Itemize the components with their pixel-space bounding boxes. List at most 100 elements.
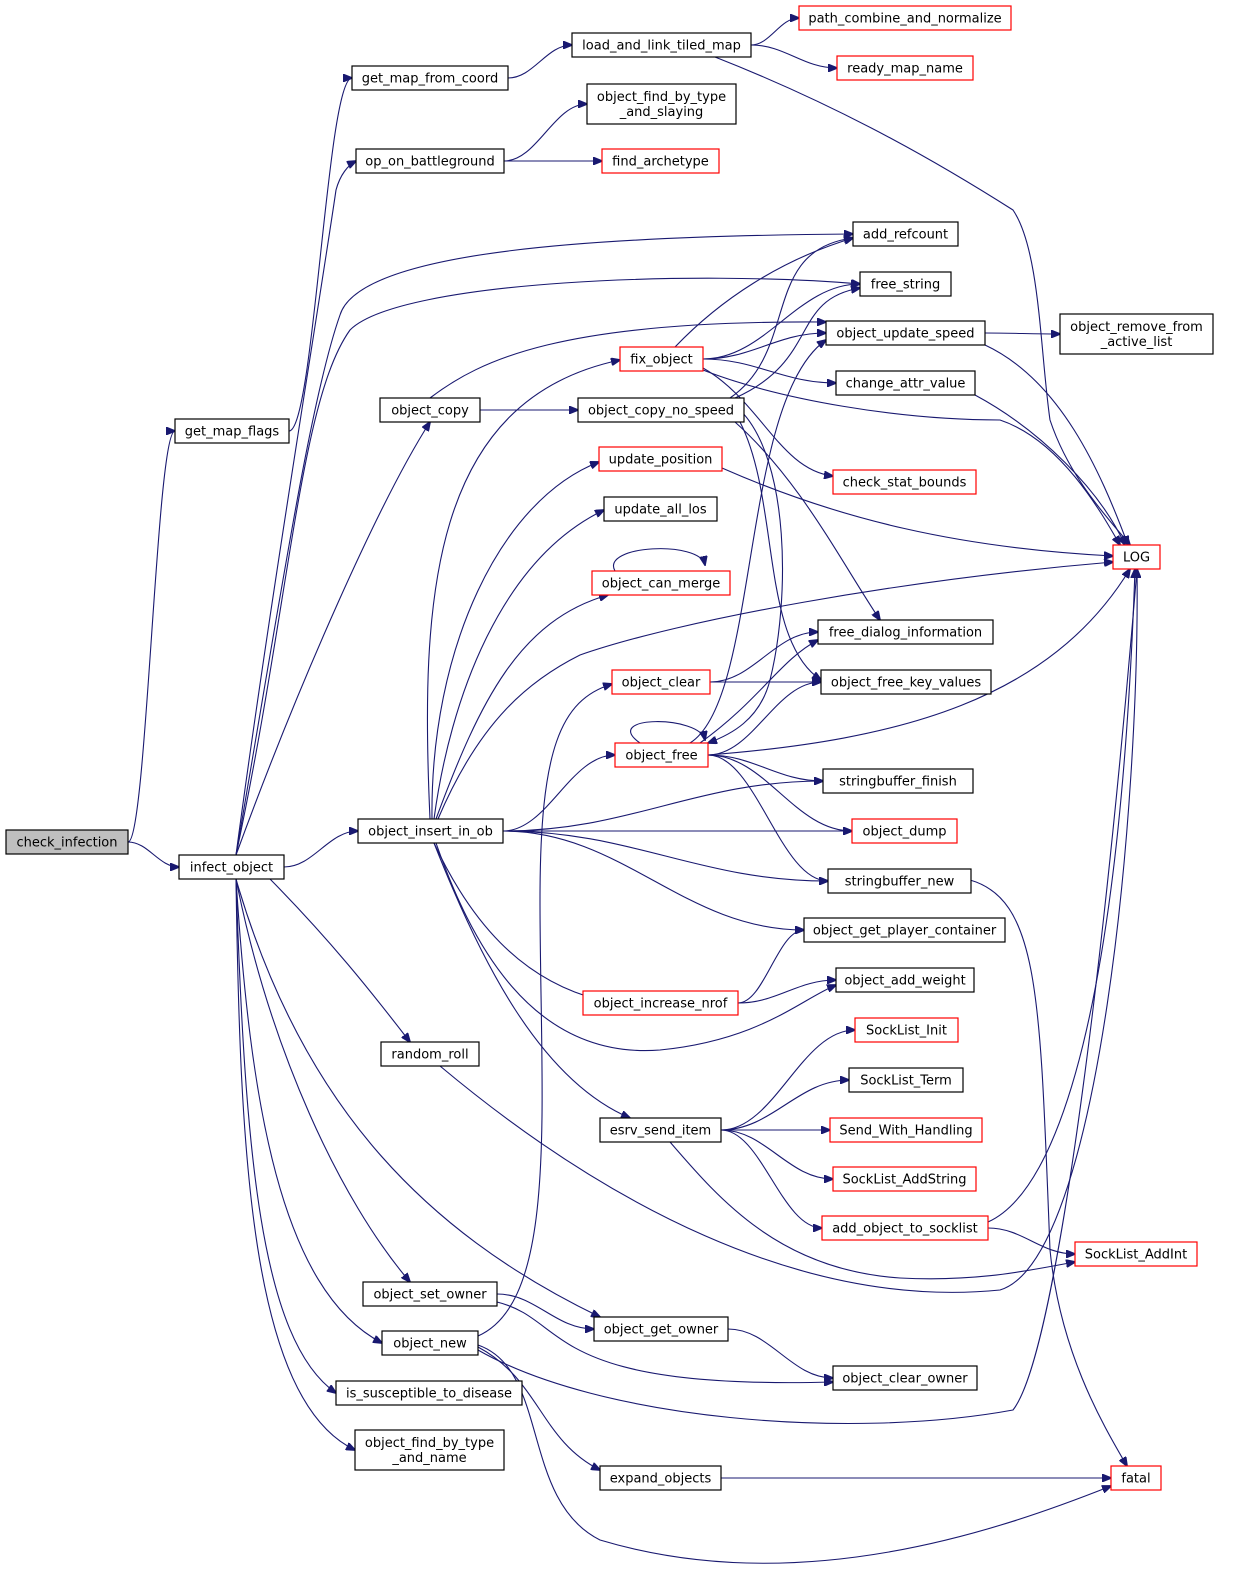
node-SockList_Init[interactable]: SockList_Init bbox=[854, 1017, 959, 1043]
node-free_string[interactable]: free_string bbox=[859, 271, 952, 297]
node-random_roll[interactable]: random_roll bbox=[380, 1041, 480, 1067]
node-object_free[interactable]: object_free bbox=[614, 742, 709, 768]
node-box-object_insert_in_ob bbox=[357, 818, 504, 844]
node-LOG[interactable]: LOG bbox=[1112, 544, 1161, 570]
node-infect_object[interactable]: infect_object bbox=[178, 854, 285, 880]
node-object_find_by_type_and_slaying[interactable]: object_find_by_type_and_slaying bbox=[586, 83, 737, 125]
edge-infect_object-to-random_roll bbox=[269, 878, 410, 1042]
node-box-object_update_speed bbox=[825, 320, 986, 346]
edge-infect_object-to-object_find_by_type_and_name bbox=[235, 878, 355, 1450]
node-box-load_and_link_tiled_map bbox=[571, 32, 752, 58]
node-label-load_and_link_tiled_map: load_and_link_tiled_map bbox=[582, 39, 741, 54]
node-label-stringbuffer_finish: stringbuffer_finish bbox=[839, 775, 957, 790]
edge-infect_object-to-object_get_owner bbox=[235, 878, 600, 1317]
node-object_remove_from_active_list[interactable]: object_remove_from_active_list bbox=[1059, 313, 1214, 355]
node-label-is_susceptible_to_disease: is_susceptible_to_disease bbox=[346, 1387, 512, 1402]
node-box-SockList_Init bbox=[854, 1017, 959, 1043]
node-esrv_send_item[interactable]: esrv_send_item bbox=[599, 1117, 722, 1143]
node-object_can_merge[interactable]: object_can_merge bbox=[591, 570, 731, 596]
node-find_archetype[interactable]: find_archetype bbox=[601, 148, 720, 174]
node-object_clear[interactable]: object_clear bbox=[611, 669, 711, 695]
node-label-object_can_merge: object_can_merge bbox=[602, 577, 720, 592]
node-object_set_owner[interactable]: object_set_owner bbox=[362, 1281, 498, 1307]
node-box-object_copy bbox=[379, 397, 481, 423]
edge-load_and_link_tiled_map-to-ready_map_name bbox=[750, 44, 837, 68]
node-label-fatal: fatal bbox=[1121, 1472, 1150, 1487]
node-load_and_link_tiled_map[interactable]: load_and_link_tiled_map bbox=[571, 32, 752, 58]
node-box-SockList_Term bbox=[848, 1067, 964, 1093]
node-ready_map_name[interactable]: ready_map_name bbox=[836, 55, 974, 81]
node-stringbuffer_new[interactable]: stringbuffer_new bbox=[827, 868, 972, 894]
node-box-object_increase_nrof bbox=[582, 990, 739, 1016]
node-expand_objects[interactable]: expand_objects bbox=[599, 1465, 722, 1491]
edge-change_attr_value-to-LOG bbox=[974, 394, 1125, 545]
node-box-fatal bbox=[1110, 1465, 1162, 1491]
node-box-object_find_by_type_and_name bbox=[354, 1429, 505, 1471]
node-label-object_free: object_free bbox=[625, 749, 697, 764]
node-object_copy[interactable]: object_copy bbox=[379, 397, 481, 423]
edge-object_update_speed-to-LOG bbox=[984, 344, 1128, 545]
edge-object_insert_in_ob-to-object_increase_nrof bbox=[433, 842, 600, 1000]
node-object_copy_no_speed[interactable]: object_copy_no_speed bbox=[577, 397, 745, 423]
node-get_map_flags[interactable]: get_map_flags bbox=[174, 418, 290, 444]
node-box-object_can_merge bbox=[591, 570, 731, 596]
node-object_free_key_values[interactable]: object_free_key_values bbox=[820, 669, 992, 695]
node-object_increase_nrof[interactable]: object_increase_nrof bbox=[582, 990, 739, 1016]
edge-object_free-to-object_free bbox=[630, 721, 705, 744]
node-Send_With_Handling[interactable]: Send_With_Handling bbox=[829, 1117, 983, 1143]
node-fix_object[interactable]: fix_object bbox=[619, 346, 704, 372]
edge-update_position-to-LOG bbox=[721, 467, 1113, 556]
node-label-object_find_by_type_and_slaying-0: object_find_by_type bbox=[597, 90, 726, 105]
node-add_object_to_socklist[interactable]: add_object_to_socklist bbox=[821, 1215, 989, 1241]
node-box-object_new bbox=[381, 1330, 479, 1356]
edge-infect_object-to-object_new bbox=[235, 878, 382, 1343]
node-label-free_dialog_information: free_dialog_information bbox=[829, 626, 982, 641]
node-box-expand_objects bbox=[599, 1465, 722, 1491]
node-object_clear_owner[interactable]: object_clear_owner bbox=[832, 1365, 978, 1391]
node-box-check_infection bbox=[5, 829, 129, 855]
node-is_susceptible_to_disease[interactable]: is_susceptible_to_disease bbox=[335, 1380, 523, 1406]
node-free_dialog_information[interactable]: free_dialog_information bbox=[817, 619, 994, 645]
node-label-SockList_Term: SockList_Term bbox=[860, 1074, 952, 1089]
edge-object_update_speed-to-object_remove_from_active_list bbox=[984, 333, 1060, 334]
node-object_insert_in_ob[interactable]: object_insert_in_ob bbox=[357, 818, 504, 844]
node-box-SockList_AddInt bbox=[1074, 1241, 1198, 1267]
edge-fix_object-to-change_attr_value bbox=[702, 358, 836, 383]
node-op_on_battleground[interactable]: op_on_battleground bbox=[355, 148, 505, 174]
node-box-op_on_battleground bbox=[355, 148, 505, 174]
node-object_add_weight[interactable]: object_add_weight bbox=[835, 967, 975, 993]
node-add_refcount[interactable]: add_refcount bbox=[852, 221, 959, 247]
node-update_position[interactable]: update_position bbox=[598, 446, 723, 472]
edge-object_insert_in_ob-to-fix_object bbox=[426, 360, 620, 820]
node-object_find_by_type_and_name[interactable]: object_find_by_type_and_name bbox=[354, 1429, 505, 1471]
edge-infect_object-to-free_string bbox=[235, 277, 860, 856]
node-box-get_map_from_coord bbox=[351, 65, 509, 91]
node-fatal[interactable]: fatal bbox=[1110, 1465, 1162, 1491]
node-box-get_map_flags bbox=[174, 418, 290, 444]
node-get_map_from_coord[interactable]: get_map_from_coord bbox=[351, 65, 509, 91]
node-box-object_find_by_type_and_slaying bbox=[586, 83, 737, 125]
node-SockList_AddInt[interactable]: SockList_AddInt bbox=[1074, 1241, 1198, 1267]
node-stringbuffer_finish[interactable]: stringbuffer_finish bbox=[822, 768, 974, 794]
node-update_all_los[interactable]: update_all_los bbox=[603, 496, 718, 522]
node-object_dump[interactable]: object_dump bbox=[851, 818, 958, 844]
node-change_attr_value[interactable]: change_attr_value bbox=[835, 370, 976, 396]
node-label-add_object_to_socklist: add_object_to_socklist bbox=[832, 1222, 978, 1237]
node-SockList_Term[interactable]: SockList_Term bbox=[848, 1067, 964, 1093]
node-box-object_dump bbox=[851, 818, 958, 844]
edge-object_can_merge-to-object_can_merge bbox=[612, 548, 705, 572]
node-object_new[interactable]: object_new bbox=[381, 1330, 479, 1356]
edge-object_free-to-stringbuffer_finish bbox=[707, 754, 823, 781]
node-SockList_AddString[interactable]: SockList_AddString bbox=[832, 1166, 977, 1192]
edge-esrv_send_item-to-add_object_to_socklist bbox=[720, 1129, 822, 1228]
node-object_get_owner[interactable]: object_get_owner bbox=[593, 1316, 729, 1342]
node-label-add_refcount: add_refcount bbox=[863, 228, 948, 243]
node-label-object_remove_from_active_list-1: _active_list bbox=[1100, 335, 1173, 350]
node-check_stat_bounds[interactable]: check_stat_bounds bbox=[832, 469, 977, 495]
node-path_combine_and_normalize[interactable]: path_combine_and_normalize bbox=[798, 5, 1012, 31]
node-label-random_roll: random_roll bbox=[391, 1048, 468, 1063]
node-object_update_speed[interactable]: object_update_speed bbox=[825, 320, 986, 346]
node-object_get_player_container[interactable]: object_get_player_container bbox=[803, 917, 1006, 943]
node-check_infection[interactable]: check_infection bbox=[5, 829, 129, 855]
